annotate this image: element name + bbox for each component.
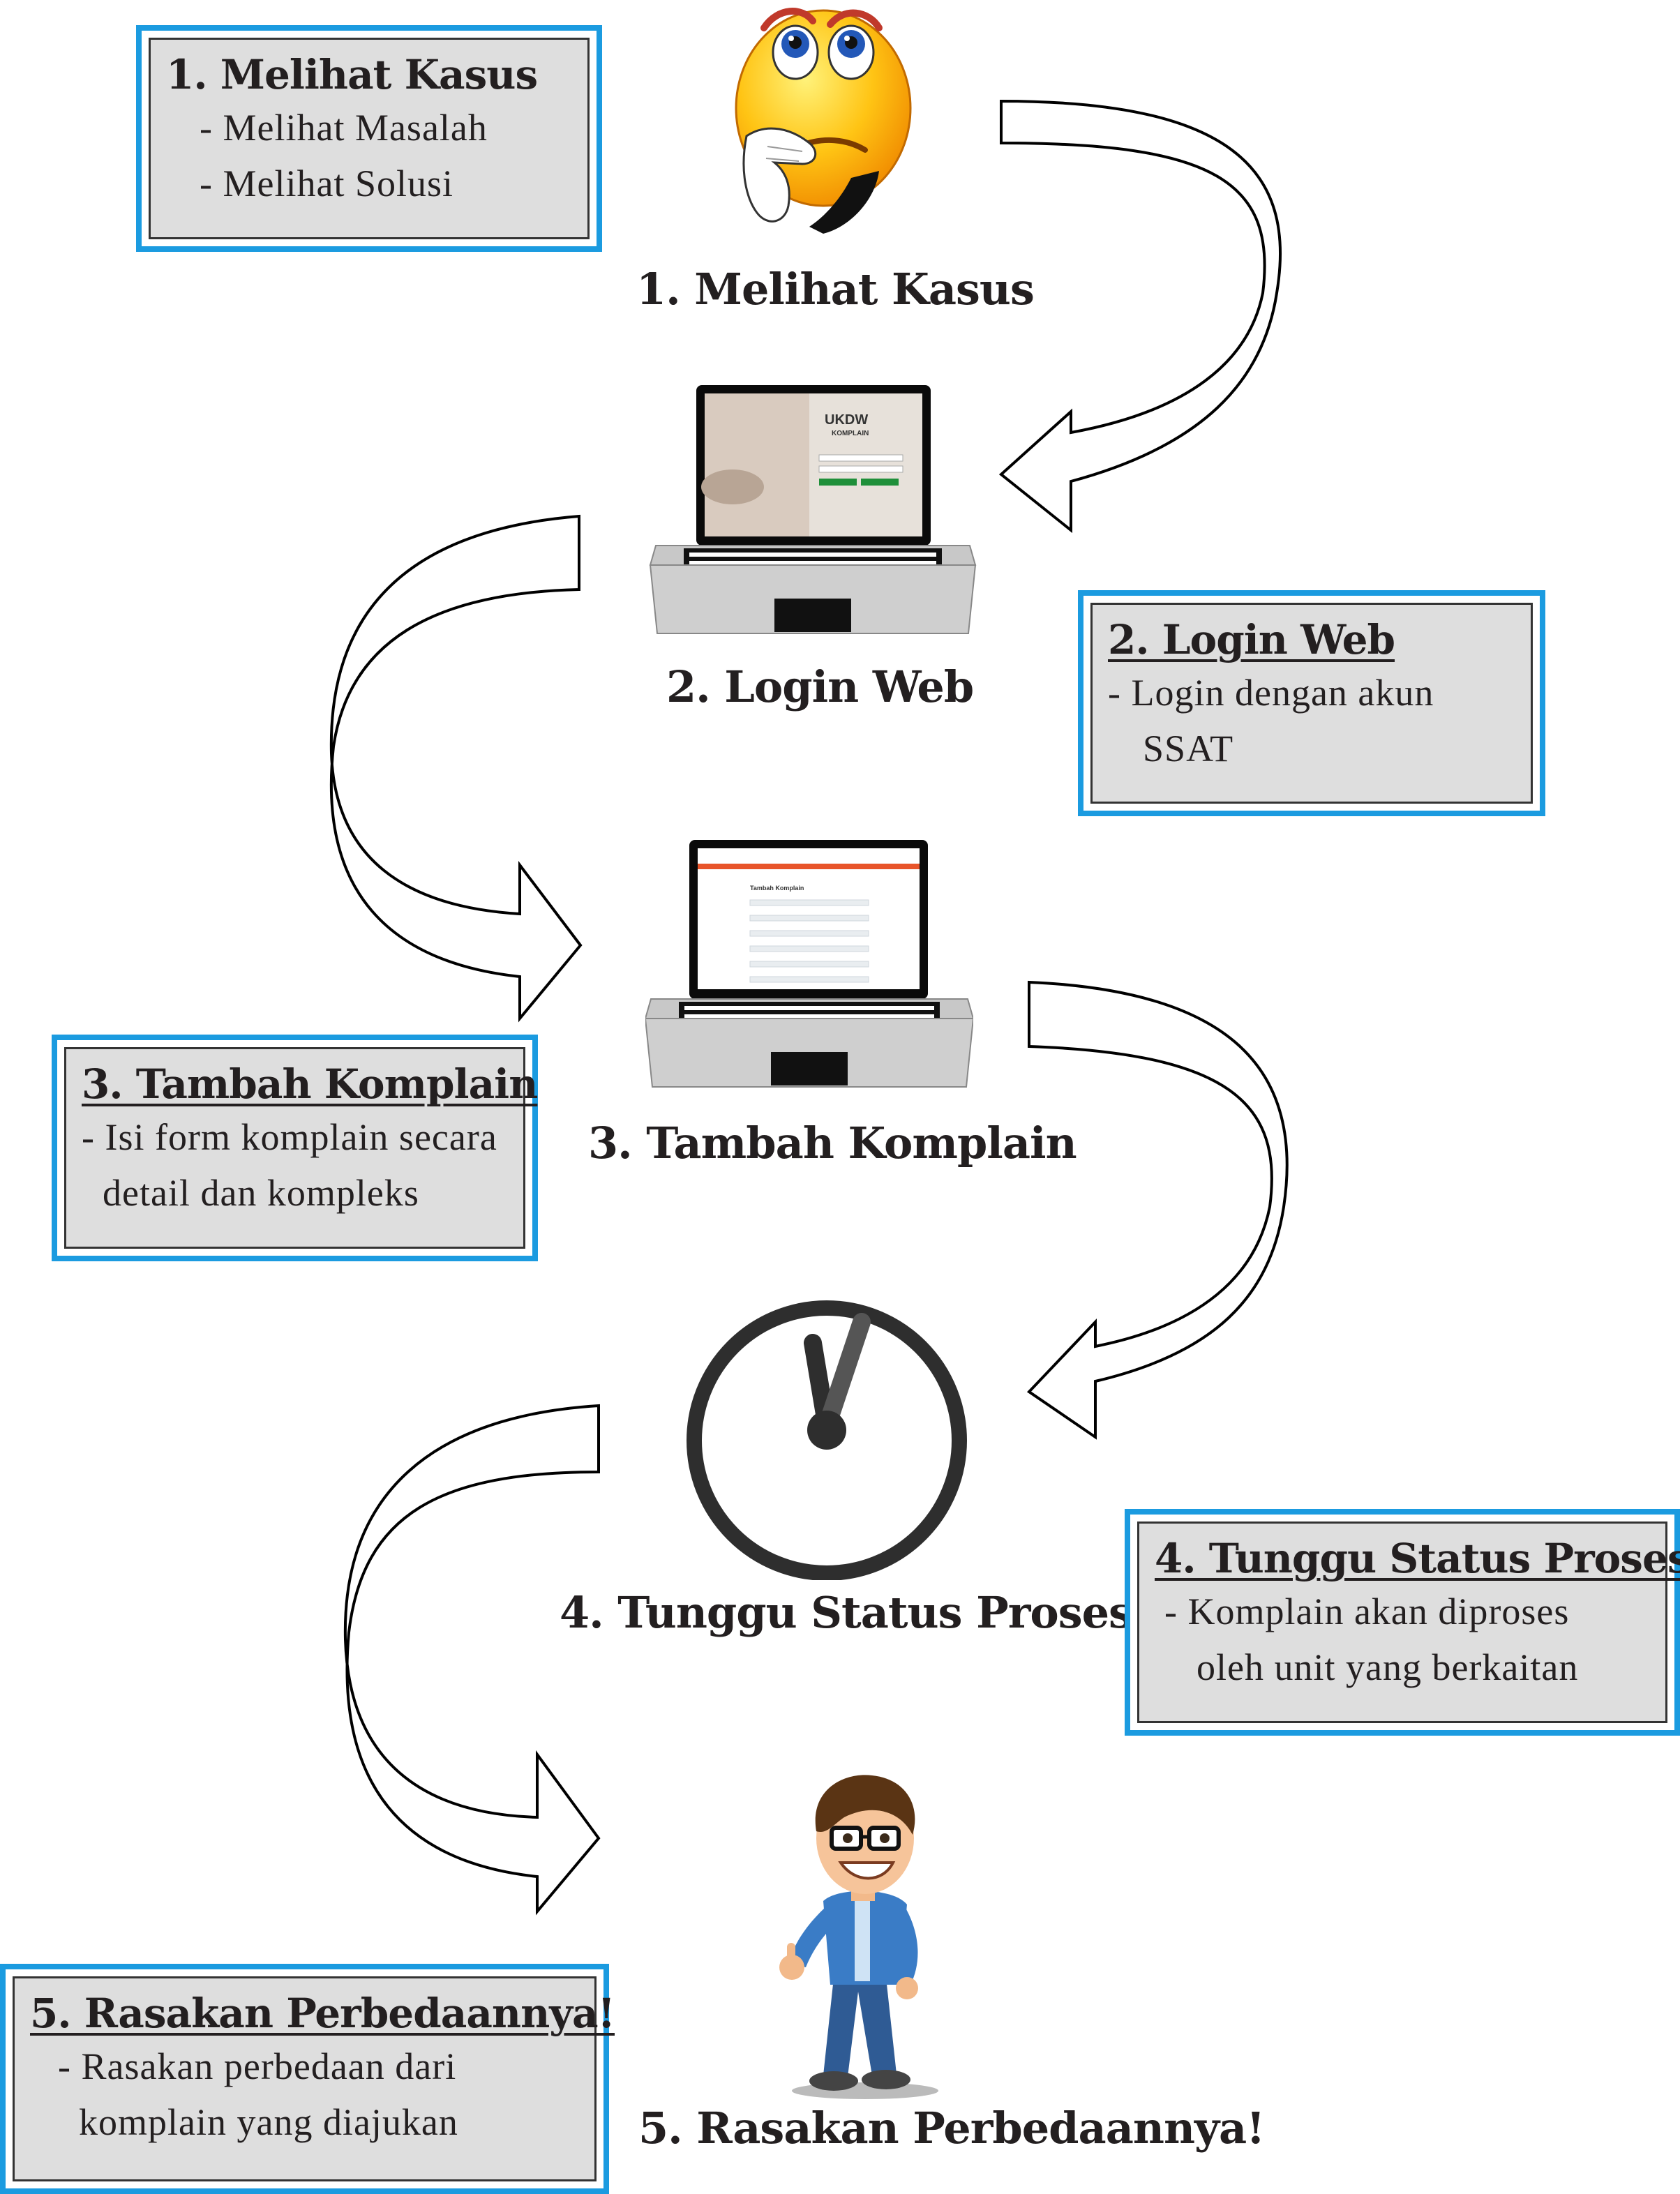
info-box-3: 3. Tambah Komplain - Isi form komplain s… (52, 1035, 538, 1261)
arrow-4-to-5 (343, 1404, 601, 1916)
step-1-icon (726, 3, 914, 234)
step-2-label: 2. Login Web (666, 661, 974, 712)
step-4-label: 4. Tunggu Status Proses (560, 1587, 1133, 1638)
arrow-3-to-4 (1026, 980, 1289, 1440)
info-box-2-title: 2. Login Web (1108, 616, 1395, 663)
info-box-1-title: 1. Melihat Kasus (166, 51, 538, 98)
info-box-3-line-2: detail dan kompleks (103, 1172, 419, 1214)
info-box-5: 5. Rasakan Perbedaannya! - Rasakan perbe… (0, 1964, 615, 2194)
info-box-3-line-1: - Isi form komplain secara (82, 1116, 497, 1158)
info-box-1-line-2: - Melihat Solusi (200, 163, 453, 204)
thinking-emoji-icon (735, 8, 912, 234)
cartoon-man-icon (779, 1775, 938, 2099)
step-2-icon: UKDW KOMPLAIN (649, 382, 977, 640)
laptop-form-icon: Tambah Komplain (644, 840, 975, 1088)
step-5-label: 5. Rasakan Perbedaannya! (638, 2103, 1265, 2154)
arrow-2-to-3 (329, 514, 583, 1023)
laptop-2-heading: Tambah Komplain (750, 885, 804, 892)
step-4-icon (680, 1287, 973, 1581)
step-3-icon: Tambah Komplain (644, 839, 975, 1093)
info-box-2-line-1: - Login dengan akun (1108, 672, 1434, 714)
laptop-login-icon: UKDW KOMPLAIN (649, 385, 977, 634)
info-box-1-line-1: - Melihat Masalah (200, 107, 488, 149)
info-box-5-line-2: komplain yang diajukan (79, 2101, 458, 2143)
info-box-2-line-2: SSAT (1143, 728, 1234, 769)
info-box-3-title: 3. Tambah Komplain (82, 1060, 538, 1108)
info-box-4-line-2: oleh unit yang berkaitan (1197, 1646, 1579, 1688)
info-box-4-line-1: - Komplain akan diproses (1164, 1591, 1570, 1632)
info-box-2: 2. Login Web - Login dengan akun SSAT (1078, 590, 1545, 816)
info-box-1: 1. Melihat Kasus - Melihat Masalah - Mel… (136, 25, 602, 252)
info-box-4: 4. Tunggu Status Proses - Komplain akan … (1125, 1509, 1680, 1736)
info-box-5-line-1: - Rasakan perbedaan dari (58, 2045, 457, 2087)
laptop-1-brand: UKDW (825, 412, 868, 428)
info-box-4-title: 4. Tunggu Status Proses (1155, 1535, 1680, 1582)
laptop-1-sub: KOMPLAIN (832, 430, 869, 437)
step-3-label: 3. Tambah Komplain (588, 1118, 1077, 1169)
step-5-icon (767, 1768, 949, 2100)
clock-icon (687, 1300, 967, 1581)
info-box-5-title: 5. Rasakan Perbedaannya! (30, 1990, 615, 2037)
step-1-label: 1. Melihat Kasus (636, 264, 1035, 315)
arrow-1-to-2 (998, 99, 1282, 534)
